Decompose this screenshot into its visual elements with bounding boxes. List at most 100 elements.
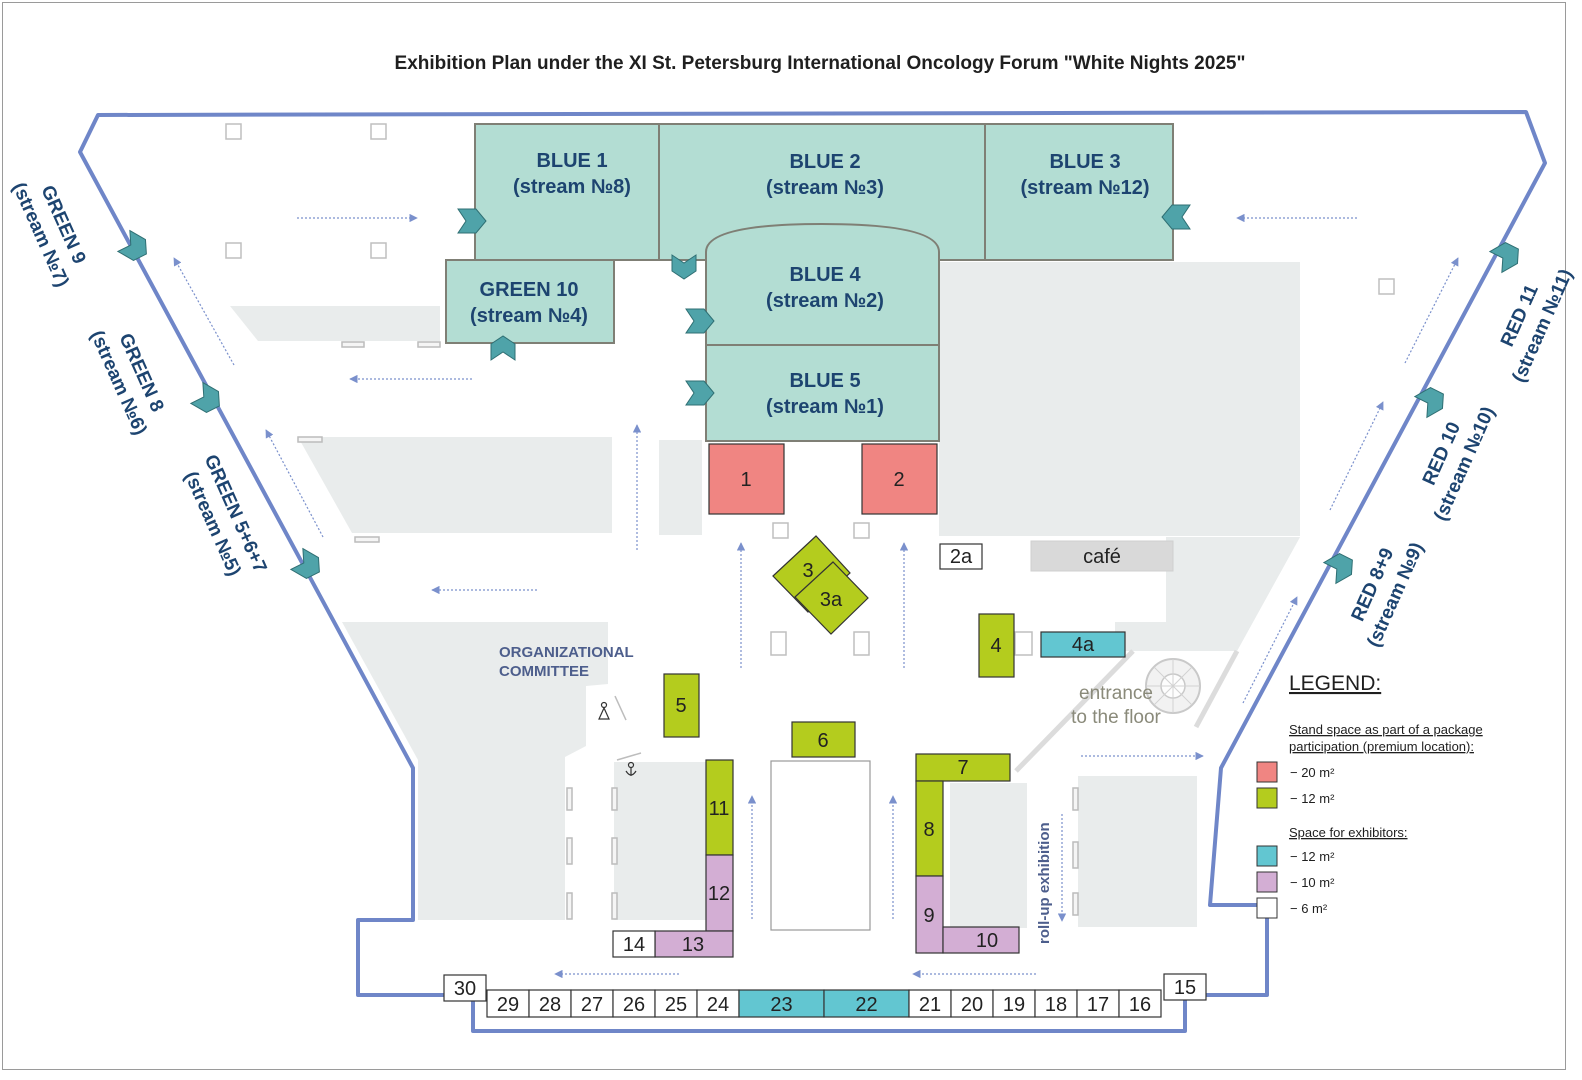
entrance-icon-green-9 <box>116 229 147 261</box>
hall-blue-1-stream: (stream №8) <box>513 176 631 198</box>
stand-12[interactable] <box>705 854 734 932</box>
stand-block-center <box>770 760 871 931</box>
hall-blue-5[interactable] <box>705 344 940 442</box>
entrance-line2: to the floor <box>1071 707 1161 728</box>
hall-blue-3[interactable] <box>984 123 1174 261</box>
side-hall-green-8: GREEN 8 (stream №6) <box>86 328 168 439</box>
stand-1-label: 1 <box>740 469 751 491</box>
stand-8[interactable] <box>915 780 944 877</box>
entrance-icon-red-11 <box>1488 242 1519 274</box>
stand-3a-label: 3a <box>820 589 843 611</box>
stands <box>443 443 1207 1002</box>
gray-block-center-right <box>950 783 1027 928</box>
stand-labels: 1 2 2a 3 3a 4 4a 5 6 7 8 9 10 11 12 13 1… <box>454 469 1196 1000</box>
stand-20-label: 20 <box>961 994 983 1016</box>
legend: LEGEND: Stand space as part of a package… <box>1256 672 1483 919</box>
hall-blue-4-name: BLUE 4 <box>789 264 861 286</box>
stand-16[interactable] <box>1118 989 1162 1018</box>
side-hall-red-10: RED 10 (stream №10) <box>1419 404 1499 525</box>
cafe-area <box>1030 540 1174 572</box>
entrance-icon-blue-3 <box>1161 204 1191 230</box>
stand-2[interactable] <box>861 443 938 515</box>
legend-item-6: − 6 m² <box>1290 901 1328 916</box>
stand-5[interactable] <box>663 673 700 738</box>
legend-item-12-exhibitors: − 12 m² <box>1290 849 1335 864</box>
stand-4-label: 4 <box>990 635 1001 657</box>
stand-6[interactable] <box>791 721 856 758</box>
stand-14[interactable] <box>612 930 656 958</box>
hall-blue-5-stream: (stream №1) <box>766 396 884 418</box>
door-line-org <box>614 695 627 721</box>
stand-24-label: 24 <box>707 994 729 1016</box>
gray-area-middle-left <box>298 437 612 533</box>
gray-areas <box>230 262 1300 928</box>
hall-blue-2-stream: (stream №3) <box>766 177 884 199</box>
stand-22-label: 22 <box>855 994 877 1016</box>
staircase <box>1014 649 1240 773</box>
stand-7[interactable] <box>915 753 1011 782</box>
stand-27-label: 27 <box>581 994 603 1016</box>
stand-14-label: 14 <box>623 934 645 956</box>
org-committee-line2: COMMITTEE <box>499 663 589 680</box>
stand-27[interactable] <box>570 989 614 1018</box>
stand-15[interactable] <box>1163 973 1207 1001</box>
gray-area-column <box>659 440 702 535</box>
stand-4a[interactable] <box>1040 631 1126 658</box>
stand-19-label: 19 <box>1003 994 1025 1016</box>
stand-9-label: 9 <box>923 905 934 927</box>
stand-29[interactable] <box>486 989 530 1018</box>
side-hall-red-89: RED 8+9 (stream №9) <box>1348 540 1429 651</box>
stand-5-label: 5 <box>675 695 686 717</box>
stand-22[interactable] <box>823 989 910 1018</box>
stand-1[interactable] <box>708 443 785 515</box>
stand-30[interactable] <box>443 974 487 1002</box>
hall-green-10-stream: (stream №4) <box>470 305 588 327</box>
stand-13-label: 13 <box>682 934 704 956</box>
stand-4[interactable] <box>978 613 1015 678</box>
legend-swatch-cyan <box>1256 845 1278 867</box>
hall-blue-1-name: BLUE 1 <box>536 150 607 172</box>
stand-9[interactable] <box>915 875 944 954</box>
anchor-icon <box>625 761 637 776</box>
stand-3-label: 3 <box>802 560 813 582</box>
column-markers <box>225 123 1395 656</box>
entrance-icon-green-8 <box>189 381 220 413</box>
legend-exhibitors-heading: Space for exhibitors: <box>1289 825 1408 840</box>
legend-item-20: − 20 m² <box>1290 765 1335 780</box>
entrance-icon-blue-1 <box>457 208 487 234</box>
hall-blue-4[interactable] <box>705 222 940 346</box>
stand-3a[interactable] <box>794 561 869 635</box>
stand-21[interactable] <box>908 989 952 1018</box>
stand-26[interactable] <box>612 989 656 1018</box>
gray-area-right-lower <box>1140 537 1300 651</box>
stand-10-label: 10 <box>976 930 998 952</box>
stand-20[interactable] <box>950 989 994 1018</box>
legend-title: LEGEND: <box>1289 672 1381 695</box>
side-hall-red-11: RED 11 (stream №11) <box>1497 266 1577 386</box>
legend-package-heading-1: Stand space as part of a package <box>1289 722 1483 737</box>
hall-blue-3-stream: (stream №12) <box>1020 177 1149 199</box>
halls <box>445 123 1174 442</box>
entrance-icon-blue-4 <box>685 308 715 334</box>
stand-18[interactable] <box>1034 989 1078 1018</box>
entrance-line1: entrance <box>1079 683 1153 704</box>
stand-21-label: 21 <box>919 994 941 1016</box>
rollup-label: roll-up exhibition <box>1036 822 1053 944</box>
hall-green-10-name: GREEN 10 <box>480 279 579 301</box>
map-frame <box>2 2 1566 1070</box>
hall-green-10[interactable] <box>445 259 615 344</box>
stand-3[interactable] <box>772 535 851 613</box>
org-committee-line1: ORGANIZATIONAL <box>499 644 634 661</box>
entrance-markers <box>116 204 1519 585</box>
stand-24[interactable] <box>696 989 740 1018</box>
legend-item-12-package: − 12 m² <box>1290 791 1335 806</box>
stand-2a[interactable] <box>939 543 983 570</box>
stand-2a-label: 2a <box>950 546 973 568</box>
stand-11[interactable] <box>705 759 734 856</box>
entrance-icon-red-89 <box>1322 553 1353 585</box>
stand-10[interactable] <box>942 926 1020 954</box>
entrance-icon-green-567 <box>289 547 320 579</box>
door-line-org2 <box>616 752 642 761</box>
